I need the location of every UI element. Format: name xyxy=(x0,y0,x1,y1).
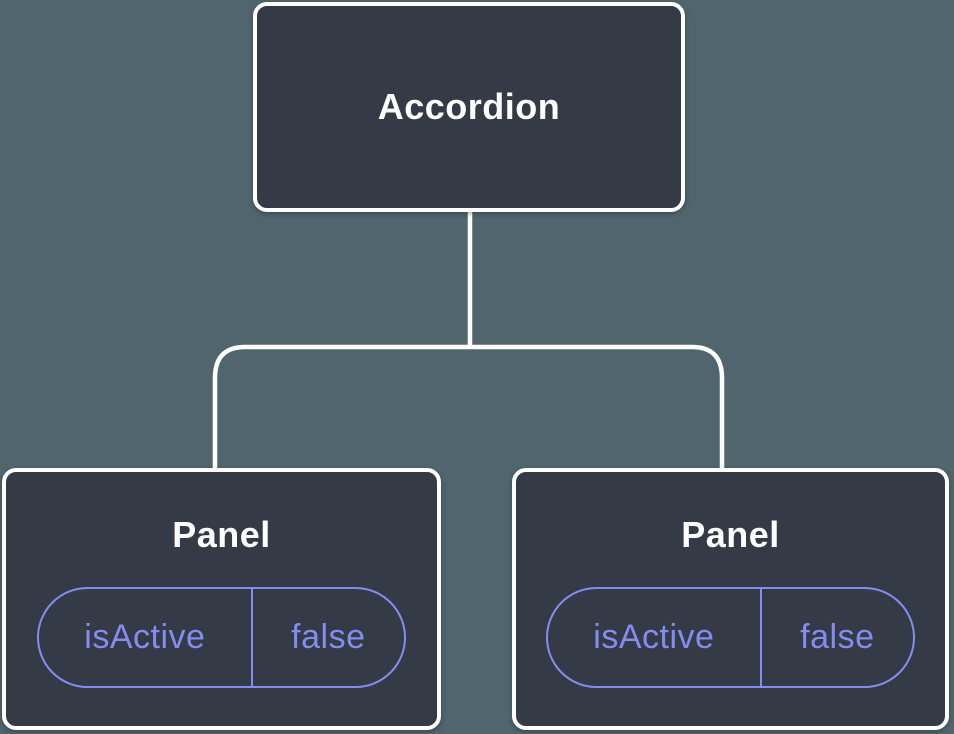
prop-name: isActive xyxy=(39,588,253,686)
node-accordion: Accordion xyxy=(253,2,685,212)
node-panel-2-label: Panel xyxy=(681,514,780,555)
prop-value: false xyxy=(291,617,366,656)
node-accordion-label: Accordion xyxy=(377,85,561,127)
prop-name: isActive xyxy=(548,588,762,686)
prop-pill-1: isActive false xyxy=(37,586,406,688)
node-panel-1: Panel isActive false xyxy=(2,468,441,730)
connector-bracket xyxy=(212,344,725,469)
node-panel-1-label: Panel xyxy=(172,514,271,555)
node-panel-2: Panel isActive false xyxy=(512,468,949,730)
prop-pill-2: isActive false xyxy=(546,586,915,688)
prop-value: false xyxy=(800,617,875,656)
